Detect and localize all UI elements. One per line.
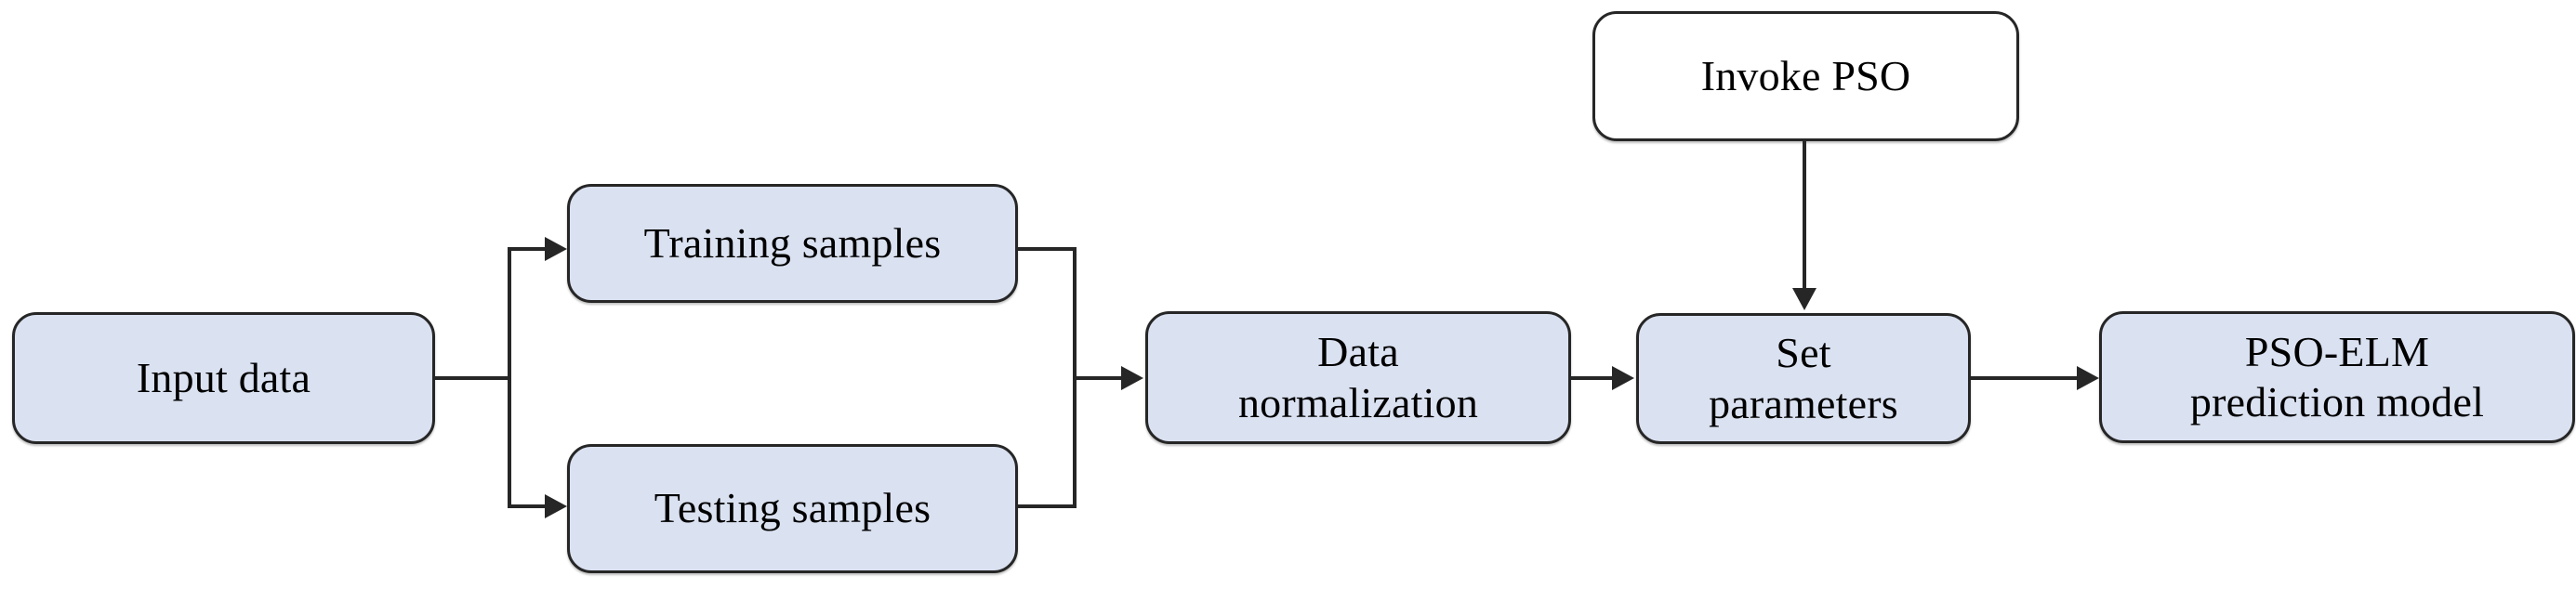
connector-split-vertical (508, 247, 511, 508)
arrowhead-to-training-samples (545, 237, 567, 261)
node-invoke-pso[interactable]: Invoke PSO (1592, 11, 2019, 141)
connector-split-to-testing (508, 504, 547, 508)
node-label-invoke-pso: Invoke PSO (1700, 51, 1911, 99)
node-label-data-normalization: Data normalization (1237, 328, 1479, 426)
arrowhead-to-set-parameters (1612, 366, 1634, 390)
connector-invoke-pso-to-set-parameters (1803, 141, 1806, 290)
connector-data-normalization-to-set-parameters (1571, 376, 1616, 380)
node-label-input-data: Input data (136, 353, 311, 401)
node-input-data[interactable]: Input data (12, 312, 435, 444)
node-data-normalization[interactable]: Data normalization (1145, 311, 1571, 444)
node-pso-elm-prediction-model[interactable]: PSO-ELM prediction model (2099, 311, 2575, 443)
connector-merge-to-data-normalization (1073, 376, 1125, 380)
node-label-pso-elm-prediction-model: PSO-ELM prediction model (2189, 327, 2485, 425)
arrowhead-down-to-set-parameters (1792, 288, 1816, 310)
node-set-parameters[interactable]: Set parameters (1636, 313, 1971, 444)
connector-testing-to-merge (1018, 504, 1077, 508)
connector-input-to-split (435, 376, 511, 380)
node-label-set-parameters: Set parameters (1709, 329, 1898, 427)
node-label-training-samples: Training samples (643, 218, 942, 267)
connector-split-to-training (508, 247, 547, 251)
node-training-samples[interactable]: Training samples (567, 184, 1018, 303)
arrowhead-to-testing-samples (545, 494, 567, 518)
node-testing-samples[interactable]: Testing samples (567, 444, 1018, 573)
connector-training-to-merge (1018, 247, 1077, 251)
arrowhead-to-data-normalization (1121, 366, 1143, 390)
node-label-testing-samples: Testing samples (654, 484, 931, 532)
connector-set-parameters-to-pso-elm (1971, 376, 2082, 380)
arrowhead-to-pso-elm-prediction-model (2077, 366, 2099, 390)
